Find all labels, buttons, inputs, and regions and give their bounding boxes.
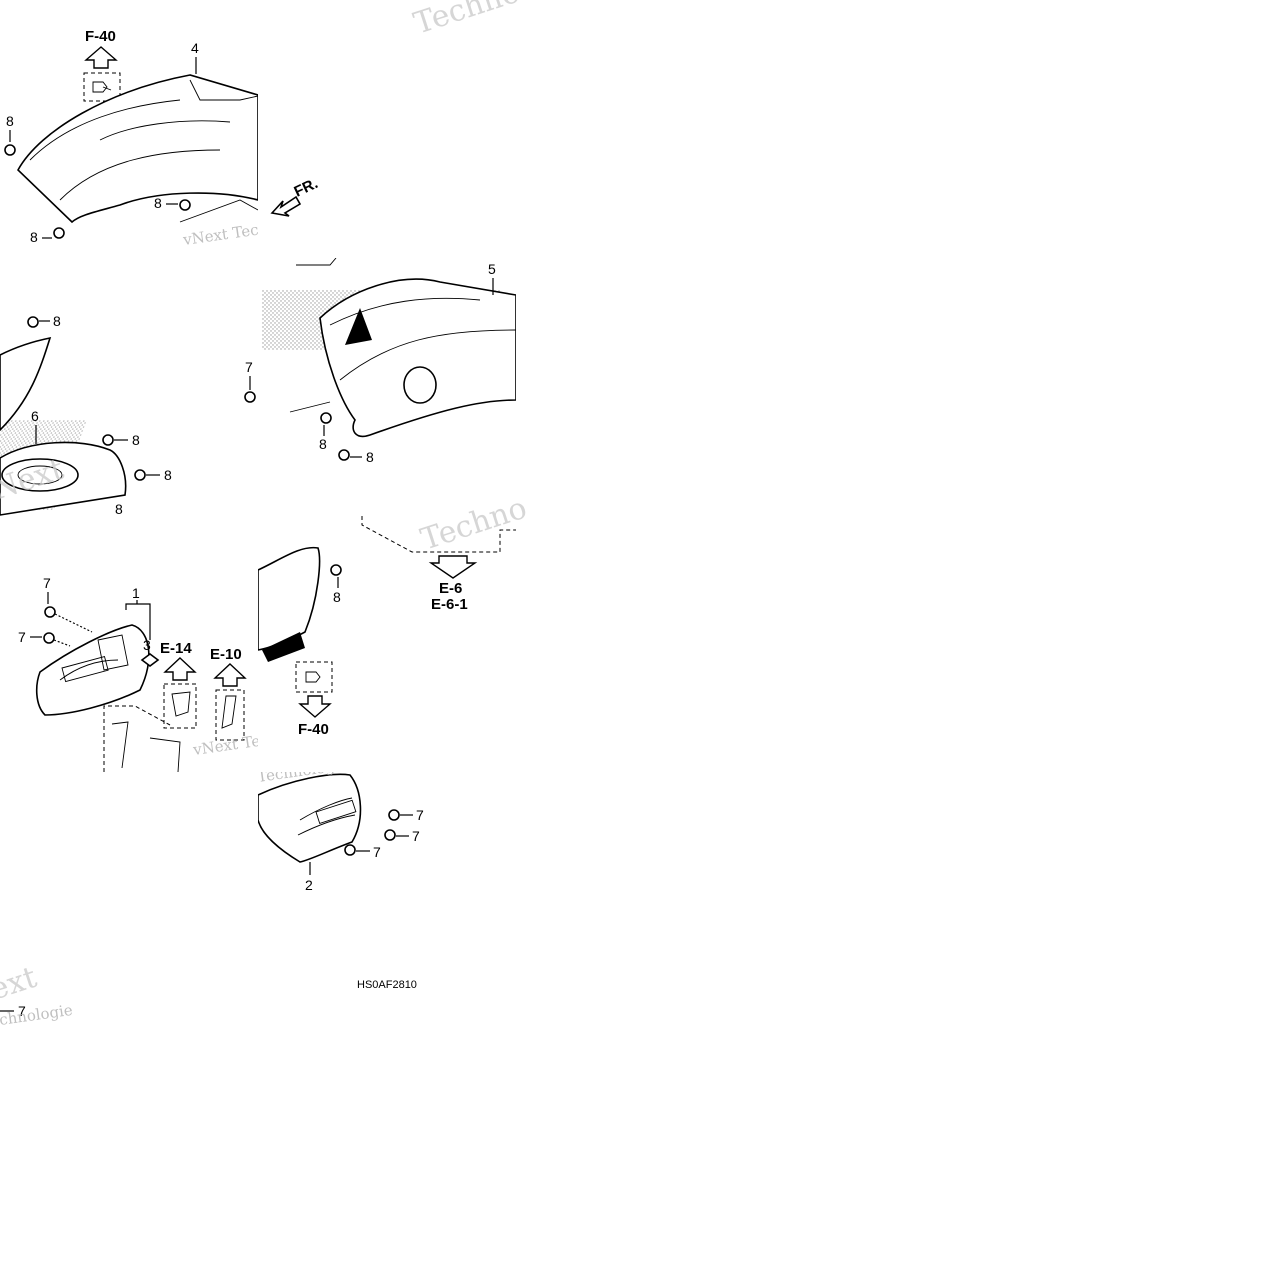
screw-icon [330,564,342,576]
front-label: FR. [292,175,321,201]
screw-icon [320,412,332,424]
emblem-plate [315,799,357,824]
callout-3: 3 [143,637,151,653]
screw-icon [179,199,191,211]
screw-icon [244,391,256,403]
ref-f40-top: F-40 [85,28,116,45]
callout-7: 7 [373,844,381,860]
watermark-vnext: vNext Tec [191,731,270,760]
dashed-box [295,661,333,693]
up-arrow-icon [84,46,118,69]
up-arrow-icon [163,657,197,681]
ref-e6-1: E-6-1 [431,596,468,613]
bracket-icon [171,691,191,717]
down-arrow-icon [298,695,332,718]
watermark-vnext: vNext Tec [181,221,260,250]
callout-8: 8 [6,113,14,129]
callout-8: 8 [30,229,38,245]
callout-8: 8 [154,195,162,211]
wing-logo-icon [345,308,372,345]
dashed-box [163,683,197,729]
tile-e6-ref: E-6 E-6-1 Techno [361,491,531,613]
callout-6: 6 [31,408,39,424]
callout-5: 5 [488,261,496,277]
tile-bottom-mid: 2 7 7 7 Technologies [258,772,424,893]
callout-7: 7 [18,1003,26,1019]
callout-2: 2 [305,877,313,893]
callout-7: 7 [18,629,26,645]
callout-8: 8 [132,432,140,448]
tank-cap-ring [1,458,79,492]
callout-8: 8 [115,501,123,517]
clip-icon [305,671,321,683]
dashed-box [215,689,245,741]
ref-f40-mid: F-40 [298,721,329,738]
part-1-side-cover [35,624,150,716]
tile-mid-right: 5 8 8 [262,258,516,465]
screw-icon [102,434,114,446]
watermark-ext: ext [0,960,41,1008]
part-5-hole [403,366,437,404]
screw-icon [384,829,396,841]
callout-7: 7 [412,828,420,844]
ref-e14: E-14 [160,640,192,657]
watermark-techno: Techno [417,491,531,558]
screw-icon [344,844,356,856]
part-2-side-cover [258,773,362,863]
callout-1: 1 [132,585,140,601]
clip-icon [92,81,112,93]
ref-e10: E-10 [210,646,242,663]
callout-8: 8 [366,449,374,465]
callout-8: 8 [333,589,341,605]
part-3-pad [140,653,160,667]
callout-4: 4 [191,40,199,56]
down-arrow-icon [428,555,478,579]
callout-7: 7 [245,359,253,375]
part-4-cover [17,74,258,224]
side-panel [258,546,321,651]
callout-8: 8 [53,313,61,329]
watermark-techno: Techno [410,0,524,42]
dashed-box [83,72,121,102]
part-5-cover [319,278,516,438]
screw-icon [338,449,350,461]
watermark-technologie: chnologie [0,1001,74,1029]
screw-icon [134,469,146,481]
tile-corner-fragment: ext 7 chnologie [0,960,74,1029]
panel-tip [262,632,305,662]
up-arrow-icon [213,663,247,687]
tile-lower-mid: 8 F-40 [258,546,342,738]
tile-top-left: F-40 4 8 8 8 FR. vNext Tec [4,28,260,250]
ref-e6: E-6 [439,580,462,597]
emblem-plate [61,656,109,683]
screw-icon [44,606,56,618]
screw-icon [388,809,400,821]
callout-7: 7 [416,807,424,823]
screw-icon [43,632,55,644]
diagram-code: HS0AF2810 [357,979,417,991]
screw-icon [27,316,39,328]
callout-8: 8 [319,436,327,452]
screw-icon [4,144,16,156]
side-panel [0,336,52,432]
callout-7: 7 [43,575,51,591]
tile-mid-left: 6 8 7 8 8 8 Next [0,313,256,517]
screw-icon [53,227,65,239]
callout-8: 8 [164,467,172,483]
bracket-icon [221,695,237,729]
tile-lower-left: 1 3 7 7 E-14 E-10 vNext Tec [18,575,270,773]
